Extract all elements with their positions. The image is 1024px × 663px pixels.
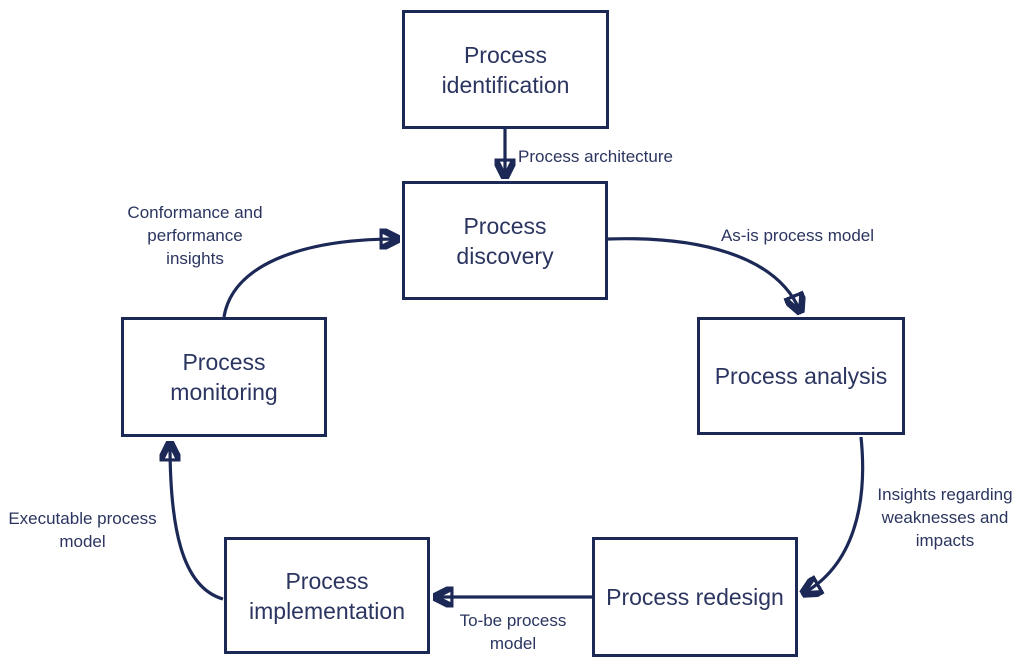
- edge-label-insights-regarding-weaknesses: Insights regarding weaknesses and impact…: [877, 485, 1013, 550]
- node-process-analysis-label: Process analysis: [714, 363, 888, 389]
- arrow-monitoring-to-discovery: [222, 239, 397, 318]
- node-process-monitoring: Process monitoring: [121, 317, 327, 437]
- node-process-discovery-label: Process discovery: [456, 212, 554, 269]
- edge-label-as-is-process-model: As-is process model: [720, 226, 875, 245]
- node-process-analysis: Process analysis: [697, 317, 905, 435]
- arrow-analysis-to-redesign: [804, 436, 865, 593]
- edge-label-process-architecture: Process architecture: [518, 147, 673, 166]
- edge-label-conformance-performance-insights: Conformance and performance insights: [127, 203, 263, 268]
- node-process-identification: Process identification: [402, 10, 609, 129]
- node-process-implementation: Process implementation: [224, 537, 430, 654]
- node-process-discovery: Process discovery: [402, 181, 608, 300]
- node-process-implementation-label: Process implementation: [249, 567, 405, 624]
- node-process-monitoring-label: Process monitoring: [170, 349, 278, 405]
- node-process-redesign: Process redesign: [592, 537, 798, 657]
- node-process-redesign-label: Process redesign: [606, 584, 784, 610]
- edge-label-to-be-process-model: To-be process model: [459, 611, 567, 653]
- arrow-discovery-to-analysis: [607, 237, 800, 311]
- arrow-implementation-to-monitoring: [170, 444, 224, 601]
- node-process-identification-label: Process identification: [441, 41, 570, 98]
- edge-label-executable-process-model: Executable process model: [8, 509, 157, 551]
